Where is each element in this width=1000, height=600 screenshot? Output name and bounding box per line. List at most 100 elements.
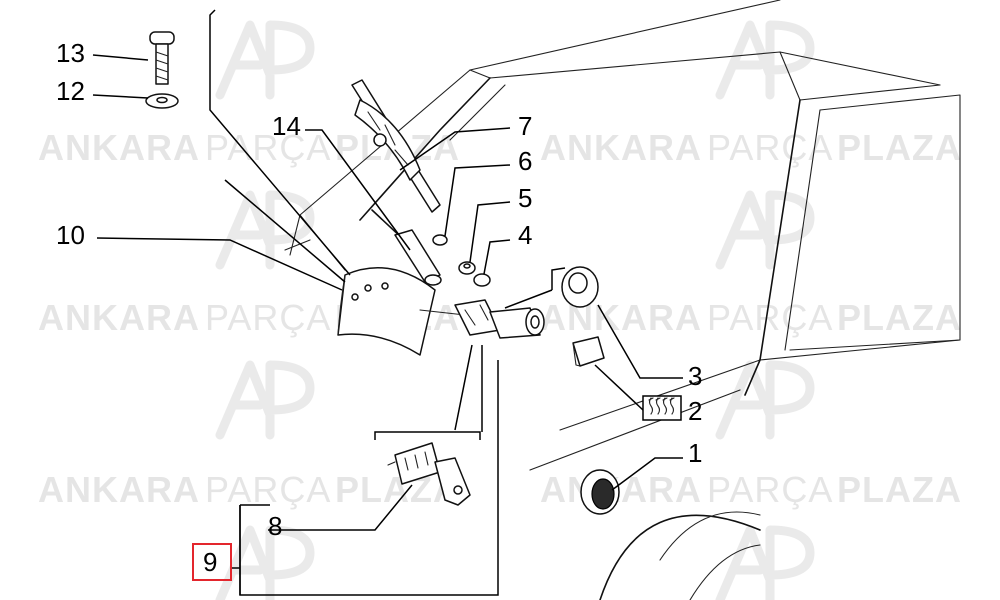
watermark-row-1: ANKARA PARÇA PLAZA ANKARA PARÇA PLAZA [38, 127, 962, 168]
callout-1: 1 [688, 438, 702, 468]
callout-4: 4 [518, 220, 532, 250]
watermark-logo-ap-icon [215, 360, 315, 440]
relay-side [572, 342, 581, 367]
leader-frame-mid [224, 179, 346, 283]
leader-motor-grommet [504, 267, 566, 309]
leader-2 [594, 364, 644, 411]
a-pillar-inner [449, 84, 506, 141]
watermark-word-parca: PARÇA [205, 297, 331, 338]
watermark-word-ankara: ANKARA [540, 127, 702, 168]
watermark-word-parca: PARÇA [707, 469, 833, 510]
cowl-mark [284, 239, 311, 251]
callout-8: 8 [268, 511, 282, 541]
watermark-logo-ap-icon [715, 20, 815, 100]
car-body-outline [284, 0, 961, 600]
rear-defroster-icon [642, 395, 682, 421]
cover-hole [351, 293, 359, 301]
watermark-word-plaza: PLAZA [837, 297, 962, 338]
washer-4 [473, 273, 491, 287]
wiper-motor-assembly [419, 299, 545, 339]
leader-14 [305, 129, 411, 251]
b-pillar-inner [784, 109, 821, 351]
watermark-logo-ap-icon [215, 190, 315, 270]
motor-bracket-detail [464, 304, 489, 326]
watermark-word-parca: PARÇA [707, 297, 833, 338]
watermark-word-ankara: ANKARA [540, 469, 702, 510]
watermark-word-ankara: ANKARA [540, 297, 702, 338]
callout-7: 7 [518, 111, 532, 141]
callout-2: 2 [688, 396, 702, 426]
grommet-part-3 [561, 266, 599, 308]
door-edge [744, 359, 761, 396]
bolt-head [149, 31, 175, 45]
leader-7 [399, 127, 511, 171]
defroster-waves [648, 397, 675, 415]
watermark-word-plaza: PLAZA [837, 127, 962, 168]
watermark-word-plaza: PLAZA [837, 469, 962, 510]
washer-part-12 [145, 93, 179, 109]
leader-13 [92, 54, 149, 61]
leader-4 [483, 239, 511, 275]
motor-mount-line [419, 309, 466, 316]
watermark-logo-ap-icon [215, 20, 315, 100]
watermark-word-parca: PARÇA [707, 127, 833, 168]
cover-hole [364, 284, 372, 292]
grommet-part-1 [580, 469, 620, 515]
watermark-word-parca: PARÇA [205, 127, 331, 168]
body-crease-mid [529, 389, 741, 471]
nut-6 [432, 234, 448, 246]
linkage-pivot [453, 485, 463, 495]
watermark-layer: ANKARA PARÇA PLAZA ANKARA PARÇA PLAZA AN… [38, 20, 962, 600]
leader-1 [611, 457, 683, 491]
nut-part-6 [432, 234, 448, 246]
cover-edge [337, 274, 346, 336]
watermark-row-3: ANKARA PARÇA PLAZA ANKARA PARÇA PLAZA [38, 469, 962, 510]
connector-tab [387, 461, 396, 466]
callout-9: 9 [203, 547, 217, 577]
b-pillar [759, 99, 801, 361]
motor-end-cap-inner [530, 315, 540, 329]
windshield-top-edge [469, 51, 941, 86]
watermark-word-parca: PARÇA [205, 469, 331, 510]
leader-12 [92, 94, 149, 99]
linkage-part-8 [387, 442, 471, 506]
leader-3 [597, 304, 683, 379]
wheel-arch-outer [599, 514, 761, 600]
callout-14: 14 [272, 111, 301, 141]
callout-10: 10 [56, 220, 85, 250]
watermark-word-ankara: ANKARA [38, 297, 200, 338]
nut-5-hole [463, 263, 471, 269]
watermark-logo-ap-icon [715, 360, 815, 440]
defroster-arrows [648, 397, 675, 401]
wiper-arm-body [394, 229, 441, 283]
wiper-arm-hub [424, 274, 442, 286]
leader-frame-top [209, 9, 351, 276]
bolt-part-13 [149, 31, 175, 85]
callout-labels: 13 12 14 10 7 6 5 4 3 2 1 8 9 [56, 38, 702, 581]
nut-part-5 [458, 261, 476, 275]
washer-hole [156, 96, 168, 104]
relay-part-2 [572, 336, 605, 367]
callout-5: 5 [518, 183, 532, 213]
callout-3: 3 [688, 361, 702, 391]
plug-inner [591, 478, 615, 510]
callout-12: 12 [56, 76, 85, 106]
wheel-arch-lower [689, 544, 761, 600]
leader-motor-to-8 [454, 344, 473, 431]
cover-hole [381, 282, 389, 290]
washer-part-4 [473, 273, 491, 287]
watermark-logo-ap-icon [715, 525, 815, 600]
wiper-blade-detail [367, 111, 409, 166]
watermark-word-ankara: ANKARA [38, 127, 200, 168]
wiper-blade-clip [373, 133, 387, 147]
wiper-arm-part-14 [371, 209, 442, 286]
watermark-logo-ap-icon [715, 190, 815, 270]
bolt-thread [155, 51, 169, 81]
group-bracket-tick [239, 504, 270, 595]
cover-shell [337, 266, 436, 356]
group-bracket-9 [232, 360, 499, 596]
a-pillar [359, 77, 491, 221]
wheel-arch-inner [659, 511, 761, 561]
leader-lines [92, 9, 683, 531]
grommet-inner [568, 272, 588, 294]
